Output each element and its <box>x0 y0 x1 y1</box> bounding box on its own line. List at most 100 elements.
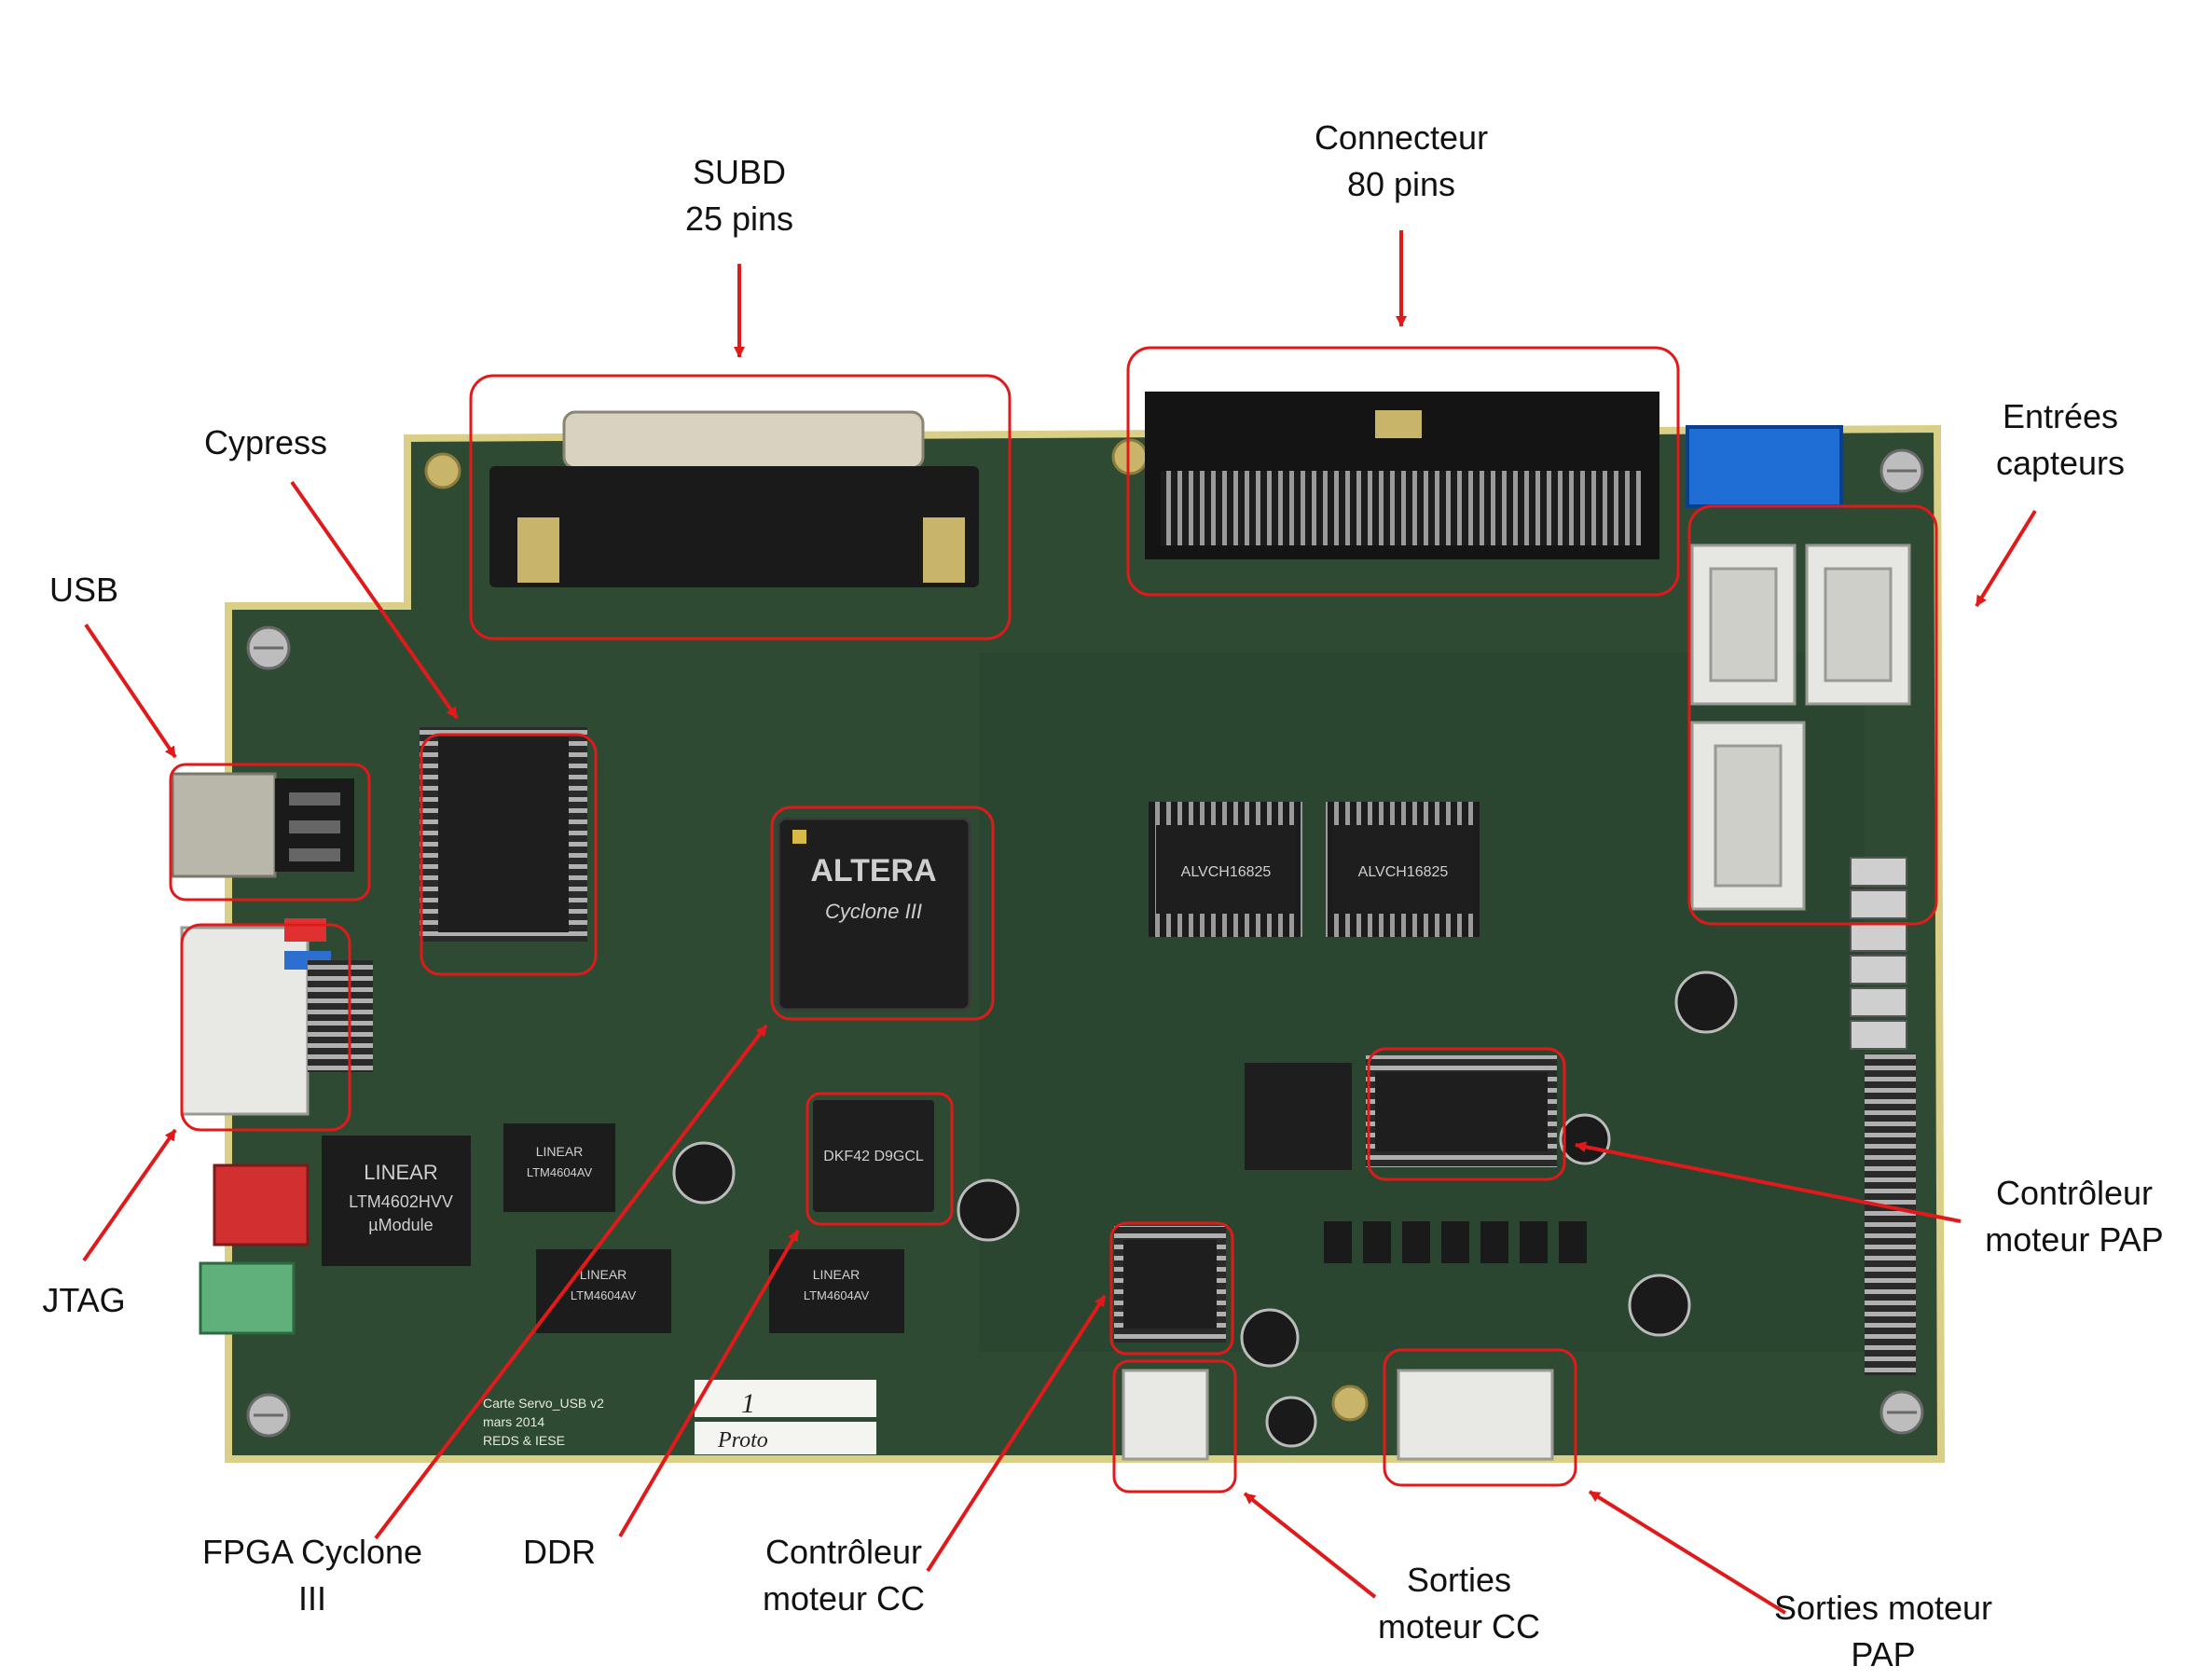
label-pap-controller-line2: moteur PAP <box>1985 1220 2164 1259</box>
label-connector-80-line1: Connecteur <box>1314 118 1489 157</box>
label-sensor-inputs-line2: capteurs <box>1995 444 2126 482</box>
box-connector-80 <box>1126 346 1680 597</box>
annotation-arrows <box>82 230 2037 1615</box>
ltm4602-part: LTM4602HVV <box>349 1192 453 1211</box>
amp-chip <box>1245 1063 1352 1170</box>
jtag-connector <box>180 918 373 1116</box>
box-cc-outputs <box>1112 1359 1237 1494</box>
pap-controller-chip <box>1366 1055 1557 1167</box>
ddr-chip: DKF42 D9GCL <box>813 1100 934 1212</box>
box-sensor-inputs <box>1687 504 1938 926</box>
label-jtag-line1: JTAG <box>42 1281 126 1319</box>
box-cc-controller <box>1109 1221 1234 1356</box>
label-sensor-inputs: Entrées capteurs <box>1967 393 2154 487</box>
ltm4604-2-brand: LINEAR <box>580 1267 627 1282</box>
ltm4602-module: µModule <box>368 1216 433 1234</box>
label-usb: USB <box>28 567 140 613</box>
annotation-boxes <box>169 346 1938 1494</box>
label-pap-outputs-line2: PAP <box>1851 1635 1916 1673</box>
label-pap-controller: Contrôleur moteur PAP <box>1953 1170 2196 1263</box>
label-jtag: JTAG <box>28 1277 140 1324</box>
red-power-connector <box>213 1164 310 1246</box>
box-jtag <box>180 923 351 1132</box>
board-name-text: Carte Servo_USB v2 <box>483 1396 604 1411</box>
label-usb-line1: USB <box>48 571 119 609</box>
ltm4602-brand: LINEAR <box>364 1161 437 1184</box>
arrow-cc-controller <box>926 1294 1107 1573</box>
cc-controller-chip <box>1114 1226 1226 1343</box>
box-pap-controller <box>1367 1047 1566 1181</box>
label-cc-outputs: Sorties moteur CC <box>1342 1557 1576 1650</box>
label-pap-controller-line1: Contrôleur <box>1995 1174 2154 1212</box>
right-pin-strip <box>1865 1053 1916 1375</box>
box-pap-outputs <box>1383 1348 1577 1487</box>
board-org-text: REDS & IESE <box>483 1433 565 1448</box>
label-sensor-inputs-line1: Entrées <box>2002 397 2119 435</box>
label-fpga: FPGA Cyclone III <box>182 1529 443 1622</box>
box-cypress <box>420 733 598 976</box>
ddr-chip-text: DKF42 D9GCL <box>823 1149 924 1164</box>
blue-header <box>1686 425 1843 508</box>
label-cc-outputs-line1: Sorties <box>1406 1561 1512 1599</box>
fpga-brand-text: ALTERA <box>810 853 936 888</box>
label-connector-80-line2: 80 pins <box>1346 165 1456 203</box>
ltm4604-3-part: LTM4604AV <box>804 1288 870 1302</box>
arrow-pap-controller <box>1575 1141 1962 1223</box>
label-subd-line2: 25 pins <box>684 200 794 238</box>
push-buttons <box>1850 857 1907 1050</box>
usb-connector <box>171 772 354 878</box>
box-subd <box>469 374 1012 640</box>
power-modules: LINEAR LTM4602HVV µModule LINEAR LTM4604… <box>322 1123 904 1333</box>
resistor-row <box>1324 1221 1587 1263</box>
buffer-chips: ALVCH16825 ALVCH16825 <box>1149 802 1480 937</box>
pap-output-connector <box>1397 1369 1554 1461</box>
label-fpga-line1: FPGA Cyclone <box>201 1533 423 1571</box>
label-cc-controller-line1: Contrôleur <box>764 1533 923 1571</box>
fpga-family-text: Cyclone III <box>825 900 922 923</box>
arrow-usb <box>84 623 177 759</box>
ltm4604-1-brand: LINEAR <box>536 1144 584 1159</box>
label-pap-outputs-line1: Sorties moteur <box>1773 1589 1993 1627</box>
arrow-pap-outputs <box>1588 1490 1787 1615</box>
label-connector-80: Connecteur 80 pins <box>1285 115 1518 208</box>
screws <box>246 448 1924 1438</box>
arrow-cypress <box>290 480 459 720</box>
box-usb <box>169 763 371 902</box>
arrow-ddr <box>618 1229 800 1538</box>
box-ddr <box>805 1092 954 1226</box>
board-silkscreen: Carte Servo_USB v2 mars 2014 REDS & IESE… <box>483 1380 876 1454</box>
buffer-chip-1-text: ALVCH16825 <box>1181 864 1272 880</box>
label-cc-controller: Contrôleur moteur CC <box>727 1529 960 1622</box>
board-number-text: 1 <box>741 1388 755 1419</box>
label-fpga-line2: III <box>297 1579 326 1618</box>
arrow-fpga <box>374 1024 768 1540</box>
buffer-chip-2-text: ALVCH16825 <box>1358 864 1449 880</box>
board-date-text: mars 2014 <box>483 1414 544 1429</box>
label-cc-outputs-line2: moteur CC <box>1377 1607 1541 1646</box>
box-fpga <box>770 806 995 1021</box>
fpga-chip: ALTERA Cyclone III <box>777 817 971 1012</box>
label-subd-line1: SUBD <box>692 153 787 191</box>
sensor-connectors <box>1690 544 1911 911</box>
label-subd: SUBD 25 pins <box>646 149 833 242</box>
ltm4604-3-brand: LINEAR <box>813 1267 861 1282</box>
arrow-sensor-inputs <box>1975 509 2037 608</box>
label-ddr-line1: DDR <box>523 1533 596 1571</box>
cc-output-connector <box>1122 1369 1209 1461</box>
label-cypress-line1: Cypress <box>203 423 328 461</box>
mounting-holes <box>424 438 1369 1422</box>
green-power-connector <box>199 1261 296 1335</box>
label-cypress: Cypress <box>177 420 354 466</box>
connector-80-pins <box>1145 392 1659 559</box>
arrow-jtag <box>82 1128 177 1262</box>
board-proto-text: Proto <box>717 1428 768 1453</box>
ltm4604-1-part: LTM4604AV <box>527 1165 593 1179</box>
ltm4604-2-part: LTM4604AV <box>571 1288 637 1302</box>
arrow-cc-outputs <box>1243 1492 1377 1599</box>
capacitors <box>672 971 1738 1448</box>
label-cc-controller-line2: moteur CC <box>762 1579 926 1618</box>
label-ddr: DDR <box>503 1529 615 1576</box>
label-pap-outputs: Sorties moteur PAP <box>1743 1585 2023 1678</box>
